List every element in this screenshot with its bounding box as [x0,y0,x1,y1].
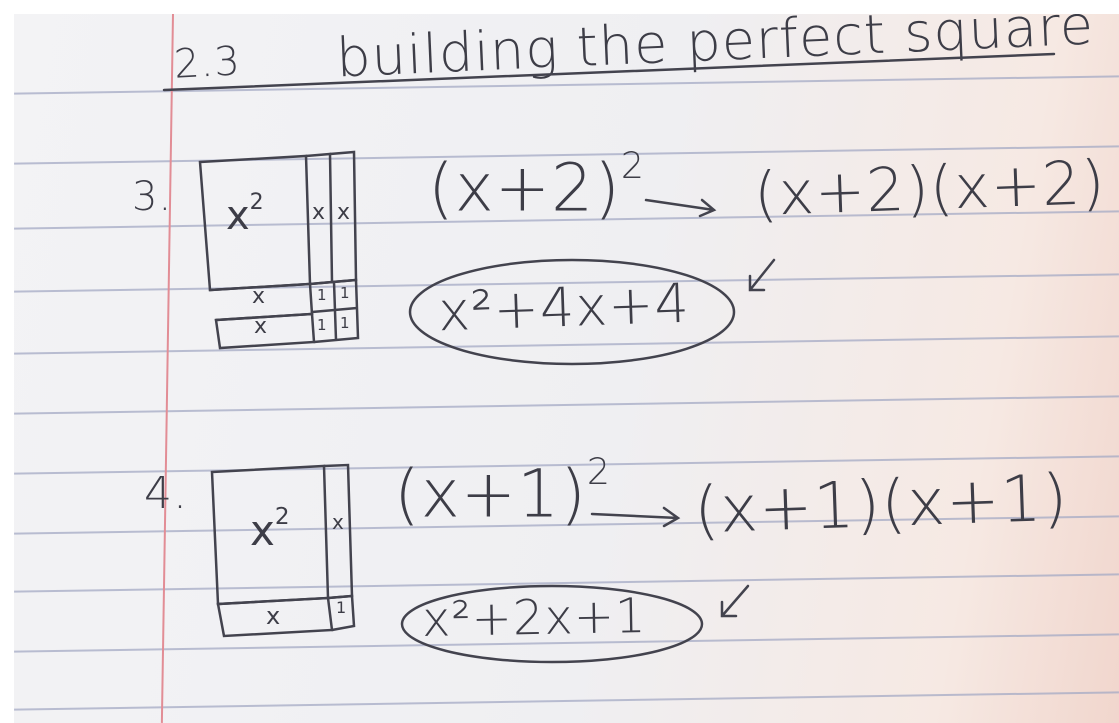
tile-label: 1 [317,286,327,304]
tile-label: x [266,602,281,630]
arrow-down-left [748,258,776,292]
expanded-answer: x²+2x+1 [421,588,648,648]
problem-number: 3. [132,174,173,220]
tile-label: 1 [317,316,327,334]
binomial-product: (x+2)(x+2) [752,147,1107,231]
binomial-squared: (x+2)2 [428,144,645,227]
tile-label: 1 [340,314,350,332]
tile-label: x [254,314,268,339]
answer-circle [400,584,704,664]
arrow-down-left [720,584,750,618]
tile-label: 1 [340,284,350,302]
tile-label: x [252,284,266,309]
expanded-answer: x²+4x+4 [436,271,691,344]
arrow-right [644,198,717,218]
tile-label: x [337,200,351,225]
notebook-page: 2.3 building the perfect square [14,14,1119,723]
tile-label: x2 [250,504,290,555]
binomial-product: (x+1)(x+1) [692,461,1070,549]
binomial-squared: (x+1)2 [394,450,611,533]
tile-label: 1 [336,598,347,617]
heading-underline [162,52,1056,92]
problem-number: 4. [144,468,188,519]
unit-tile [326,594,356,632]
handwriting-strokes [162,52,1056,664]
unit-tiles [308,278,360,344]
tile-label: x2 [226,190,264,239]
tile-label: x [332,510,344,534]
arrow-right [590,506,681,528]
tile-label: x [312,200,326,225]
answer-circle [408,258,736,366]
